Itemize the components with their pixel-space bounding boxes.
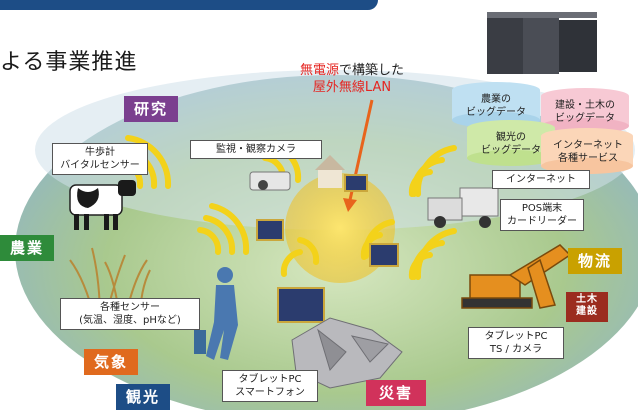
truck-icon (427, 187, 499, 228)
bigdata-cylinders (452, 82, 633, 174)
label-sensors: 各種センサー (気温、湿度、pHなど) (60, 298, 200, 330)
label-internet: インターネット (492, 170, 590, 189)
arrow-head (343, 198, 357, 212)
disaster-debris-icon (291, 317, 403, 389)
camera-icon (249, 171, 291, 191)
tag-civil-construction: 土木 建設 (566, 292, 608, 322)
tag-logistics: 物流 (568, 248, 622, 274)
server-icon (487, 12, 597, 74)
house-icon (315, 155, 345, 188)
tag-tourism: 観光 (116, 384, 170, 410)
bigdata-construction: 建設・土木の ビッグデータ (555, 100, 615, 124)
tag-disaster: 災害 (366, 380, 426, 406)
annotation-red-1: 無電源 (300, 63, 340, 78)
bigdata-agriculture: 農業の ビッグデータ (466, 94, 526, 118)
label-pedometer: 牛歩計 バイタルセンサー (52, 143, 148, 175)
annotation-red-2: 屋外無線LAN (312, 80, 392, 95)
bigdata-tourism: 観光の ビッグデータ (481, 132, 541, 156)
label-pos: POS端末 カードリーダー (500, 199, 584, 231)
wireless-annotation: 無電源で構築した 屋外無線LAN (300, 62, 404, 96)
label-tablet-phone: タブレットPC スマートフォン (222, 370, 318, 402)
tag-research: 研究 (124, 96, 178, 122)
annotation-black-1: で構築した (339, 63, 405, 78)
bigdata-internet-services: インターネット 各種サービス (553, 140, 623, 164)
label-camera: 監視・観察カメラ (190, 140, 322, 159)
header-bar (0, 0, 378, 10)
cow-icon (69, 180, 136, 230)
excavator-icon (461, 244, 572, 309)
tag-agriculture: 農業 (0, 235, 54, 261)
tag-weather: 気象 (84, 349, 138, 375)
person-icon (194, 267, 238, 360)
page-title: よる事業推進 (0, 50, 138, 75)
label-tablet-ts: タブレットPC TS / カメラ (468, 327, 564, 359)
solar-panel-icons (256, 174, 399, 323)
